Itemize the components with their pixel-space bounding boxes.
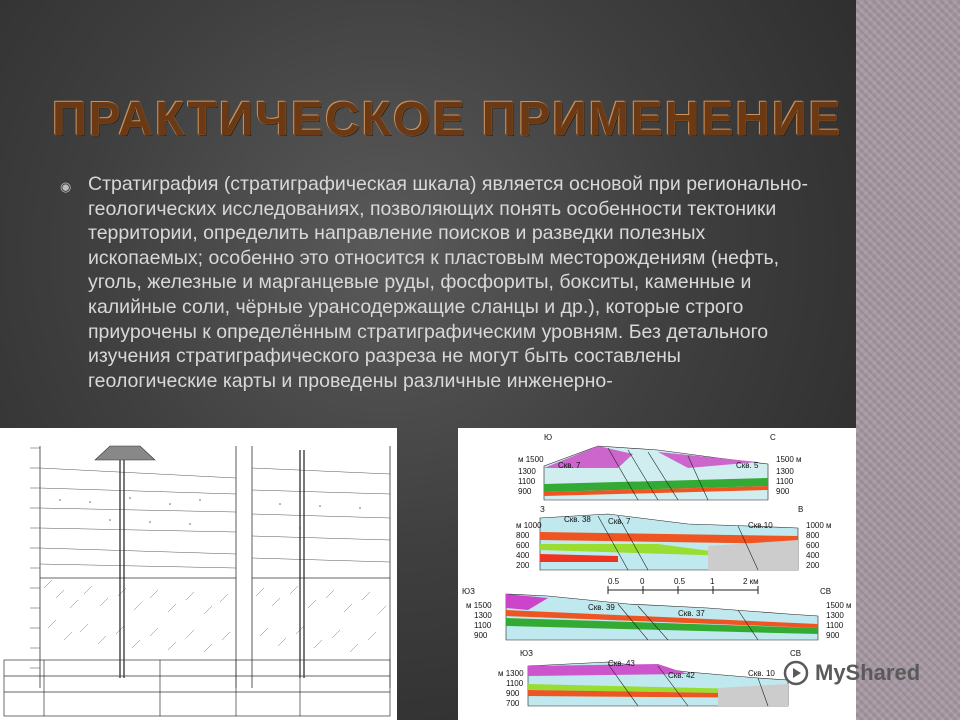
svg-text:2 км: 2 км [743, 577, 759, 586]
svg-text:600: 600 [516, 541, 530, 550]
svg-text:Скв.10: Скв.10 [748, 521, 773, 530]
svg-text:400: 400 [516, 551, 530, 560]
play-logo-icon [783, 660, 809, 686]
svg-text:400: 400 [806, 551, 820, 560]
section-1-depth-label: м 1500 [518, 455, 544, 464]
svg-text:1100: 1100 [518, 477, 536, 486]
svg-text:0.5: 0.5 [608, 577, 620, 586]
svg-text:800: 800 [806, 531, 820, 540]
decorative-side-strip [856, 0, 960, 720]
svg-text:Скв. 43: Скв. 43 [608, 659, 635, 668]
svg-text:1300: 1300 [776, 467, 794, 476]
well-label: Скв. 7 [558, 461, 581, 470]
svg-text:1000 м: 1000 м [806, 521, 832, 530]
section-2-left-label: З [540, 505, 545, 514]
bullet-icon: ◉ [60, 179, 72, 194]
svg-text:800: 800 [516, 531, 530, 540]
svg-text:Скв. 38: Скв. 38 [564, 515, 591, 524]
cross-section-3 [505, 593, 819, 641]
svg-text:600: 600 [806, 541, 820, 550]
svg-text:Скв. 39: Скв. 39 [588, 603, 615, 612]
svg-text:Скв. 7: Скв. 7 [608, 517, 631, 526]
cross-section-2 [539, 513, 799, 571]
well-label: Скв. 5 [736, 461, 759, 470]
section-3-right-label: СВ [820, 587, 831, 596]
svg-text:1300: 1300 [474, 611, 492, 620]
scale-bar [607, 586, 759, 594]
svg-text:Скв. 42: Скв. 42 [668, 671, 695, 680]
slide-title: ПРАКТИЧЕСКОЕ ПРИМЕНЕНИЕ [52, 93, 843, 146]
svg-text:1500 м: 1500 м [826, 601, 852, 610]
cross-section-4 [527, 661, 789, 707]
slide-background: ПРАКТИЧЕСКОЕ ПРИМЕНЕНИЕ ◉ Стратиграфия (… [0, 0, 858, 720]
svg-text:1300: 1300 [518, 467, 536, 476]
svg-text:900: 900 [826, 631, 840, 640]
svg-text:1100: 1100 [506, 679, 524, 688]
svg-text:900: 900 [474, 631, 488, 640]
svg-text:900: 900 [506, 689, 520, 698]
svg-text:900: 900 [776, 487, 790, 496]
svg-text:1100: 1100 [776, 477, 794, 486]
svg-text:700: 700 [506, 699, 520, 708]
svg-text:1300: 1300 [826, 611, 844, 620]
stratigraphic-log-drawing [0, 428, 397, 720]
section-3-left-label: ЮЗ [462, 587, 475, 596]
svg-text:1100: 1100 [826, 621, 844, 630]
cross-section-1 [543, 445, 769, 501]
svg-text:0: 0 [640, 577, 645, 586]
svg-text:м 1000: м 1000 [516, 521, 542, 530]
svg-text:1500 м: 1500 м [776, 455, 802, 464]
geological-cross-sections-figure: Ю С м 1500 1300 1100 900 1500 м 1300 110… [458, 428, 858, 720]
svg-text:Скв. 10: Скв. 10 [748, 669, 775, 678]
body-paragraph: Стратиграфия (стратиграфическая шкала) я… [88, 173, 808, 392]
svg-text:м 1500: м 1500 [466, 601, 492, 610]
svg-text:1100: 1100 [474, 621, 492, 630]
svg-text:м 1300: м 1300 [498, 669, 524, 678]
cross-sections-drawing: Ю С м 1500 1300 1100 900 1500 м 1300 110… [458, 428, 858, 720]
svg-text:0.5: 0.5 [674, 577, 686, 586]
section-1-right-label: С [770, 433, 776, 442]
svg-text:Скв. 37: Скв. 37 [678, 609, 705, 618]
section-4-left-label: ЮЗ [520, 649, 533, 658]
watermark: MyShared [783, 660, 920, 686]
svg-text:200: 200 [516, 561, 530, 570]
section-2-right-label: В [798, 505, 803, 514]
stratigraphic-log-figure [0, 428, 397, 720]
svg-text:900: 900 [518, 487, 532, 496]
section-4-right-label: СВ [790, 649, 801, 658]
section-1-left-label: Ю [544, 433, 552, 442]
svg-text:1: 1 [710, 577, 715, 586]
watermark-text: MyShared [815, 660, 921, 685]
svg-text:200: 200 [806, 561, 820, 570]
